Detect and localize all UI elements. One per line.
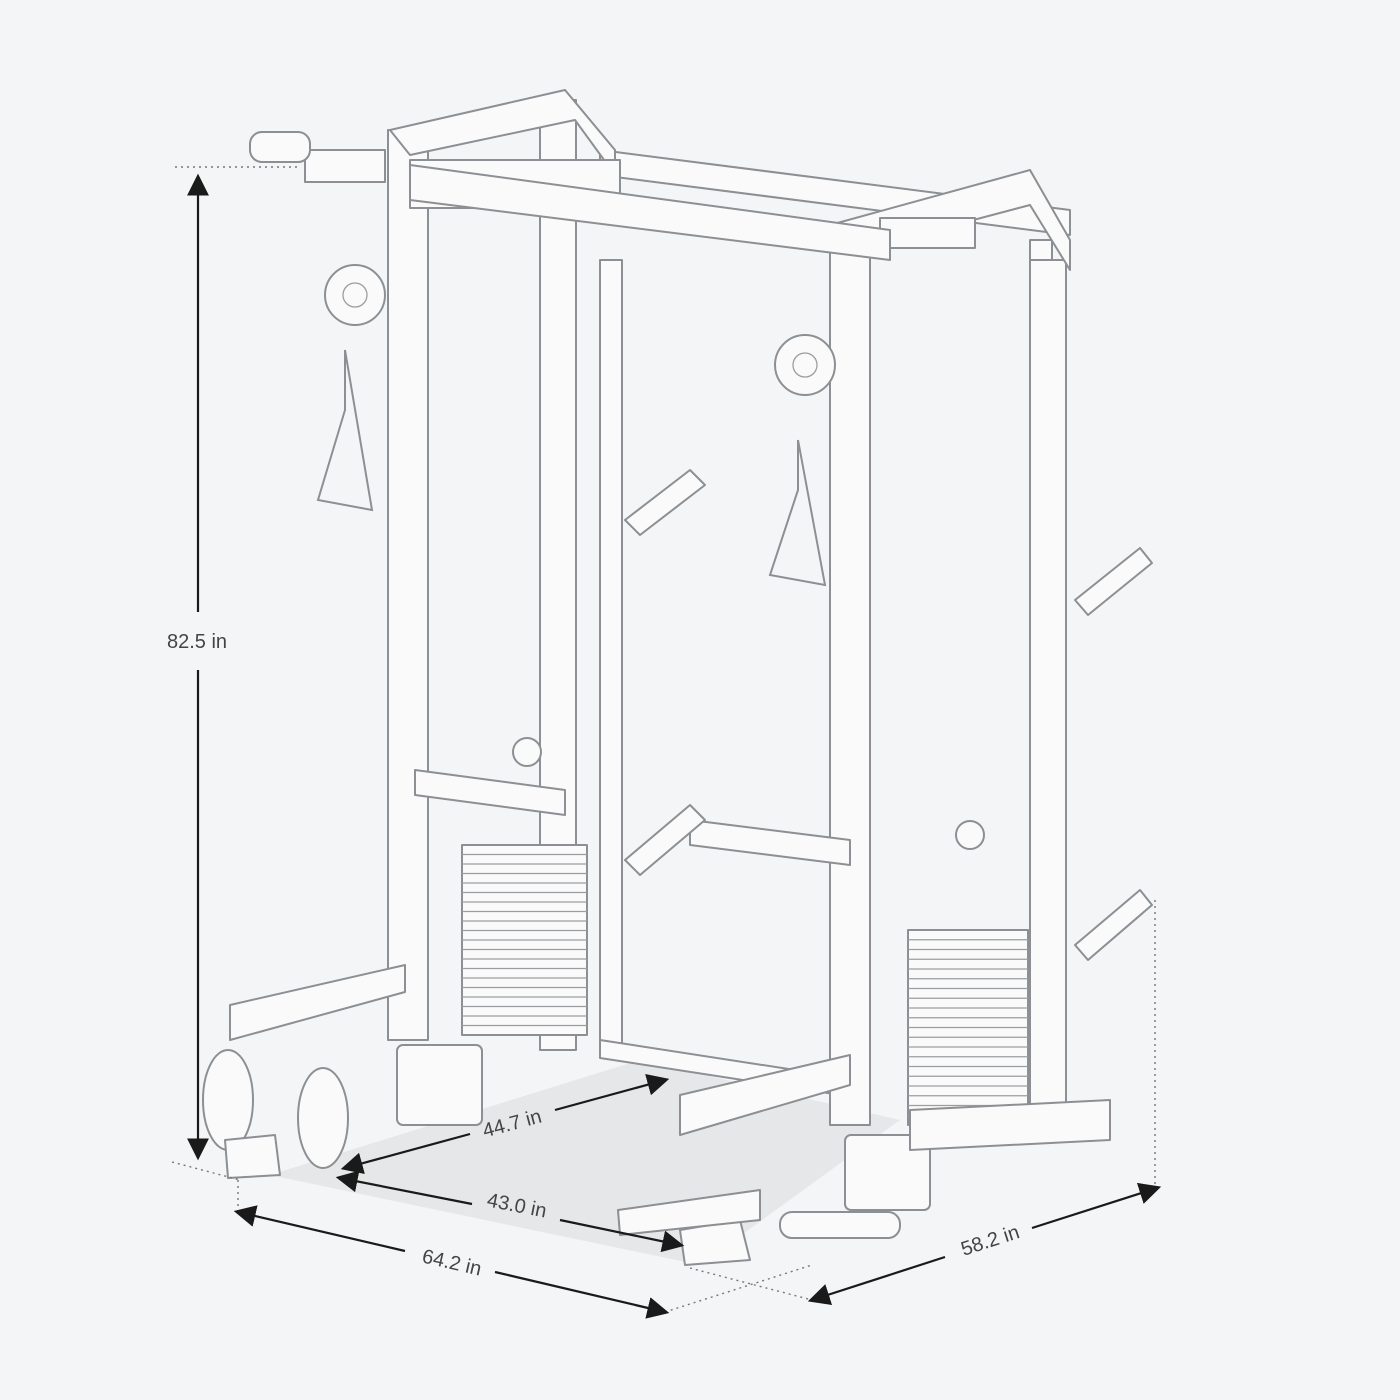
top-crossbar — [409, 164, 891, 261]
base — [202, 1044, 1111, 1266]
extension-lines — [171, 166, 1156, 1313]
right-weight-stack — [907, 929, 1029, 1126]
left-weight-stack — [461, 844, 588, 1036]
cable-handles — [316, 349, 827, 587]
height-label: 82.5 in — [167, 631, 227, 653]
storage-posts — [624, 469, 1153, 1239]
right-upright — [829, 169, 1071, 1131]
pulleys — [324, 264, 985, 850]
safety-arms — [229, 769, 851, 1136]
overall-depth-label: 58.2 in — [958, 1221, 1022, 1260]
overall-width-label: 64.2 in — [420, 1246, 483, 1281]
dimension-height: 82.5 in — [167, 173, 227, 1161]
